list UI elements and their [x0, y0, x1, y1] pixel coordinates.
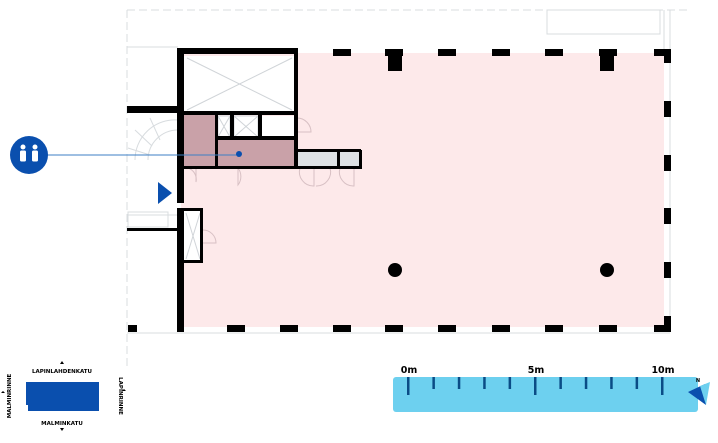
scale-label-5: 5m	[528, 365, 545, 376]
street-north: LAPINLAHDENKATU	[32, 369, 92, 375]
wall-segment	[492, 325, 510, 332]
wall-segment	[545, 49, 563, 56]
scale-tick	[483, 377, 486, 389]
walls	[127, 48, 362, 332]
scale-tick	[432, 377, 435, 389]
scale-tick	[508, 377, 512, 389]
wall-segment	[280, 325, 298, 332]
wall-segment	[333, 49, 351, 56]
wall-corner	[664, 49, 671, 63]
wall-corner	[664, 316, 671, 332]
scale-label-0: 0m	[401, 365, 418, 376]
scale-tick	[584, 377, 588, 389]
wc-rooms	[184, 115, 295, 167]
wall-segment	[227, 325, 245, 332]
wall-segment	[128, 325, 137, 332]
wall-segment	[664, 155, 671, 171]
restroom-icon[interactable]	[10, 136, 48, 174]
north-arrow-icon: N	[688, 378, 710, 405]
scale-tick	[559, 377, 562, 389]
scale-tick	[407, 377, 410, 395]
svg-text:N: N	[696, 378, 700, 384]
wall-corner	[654, 325, 671, 332]
staircase	[127, 117, 179, 161]
wall-segment	[333, 325, 351, 332]
entrance-arrow-icon	[158, 182, 172, 204]
wall-segment	[664, 101, 671, 117]
wc-dot	[236, 151, 242, 157]
wall-segment	[664, 262, 671, 278]
wall-segment	[664, 208, 671, 224]
wall-segment	[385, 325, 403, 332]
wall-segment	[438, 49, 456, 56]
scale-bar: 0m 5m 10m	[393, 365, 698, 412]
scale-tick	[661, 377, 664, 395]
small-rooms	[217, 115, 295, 138]
street-west: MALMINRINNE	[7, 373, 13, 418]
location-map: LAPINLAHDENKATU MALMINKATU MALMINRINNE L…	[1, 361, 126, 431]
building-block	[26, 382, 99, 411]
storage-rooms	[298, 152, 359, 167]
street-east: LAPINRINNE	[117, 377, 123, 415]
scale-tick	[534, 377, 537, 395]
scale-tick	[610, 377, 613, 389]
scale-tick	[457, 377, 461, 389]
wall-segment	[492, 49, 510, 56]
columns	[388, 49, 614, 277]
wall-corner	[654, 49, 671, 56]
door-swings	[187, 117, 355, 244]
shaft	[184, 56, 295, 112]
wall-segment	[545, 325, 563, 332]
street-south: MALMINKATU	[41, 421, 83, 427]
wall-segment	[599, 325, 617, 332]
wall-segment	[438, 325, 456, 332]
scale-label-10: 10m	[651, 365, 674, 376]
scale-tick	[635, 377, 639, 389]
